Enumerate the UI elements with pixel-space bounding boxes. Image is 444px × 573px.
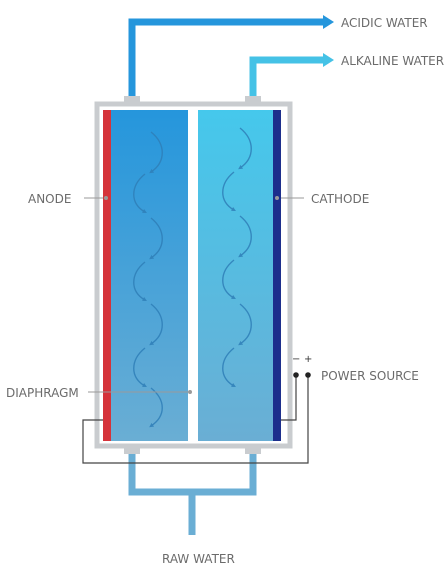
- anode-leader-dot: [104, 196, 108, 200]
- circulation-arrow-icon: [238, 127, 252, 170]
- top-right-connector: [245, 96, 261, 106]
- circulation-arrow-icon: [222, 259, 236, 300]
- raw-water-pipe: [128, 445, 257, 535]
- circulation-arrow-icon: [222, 171, 236, 212]
- negative-terminal: [293, 372, 299, 378]
- diaphragm-leader-dot: [188, 390, 192, 394]
- cathode-chamber-swirls: [222, 127, 252, 388]
- circulation-arrow-icon: [133, 261, 147, 302]
- cathode-leader-dot: [275, 196, 279, 200]
- plus-sign: +: [304, 354, 312, 365]
- cathode-chamber: [198, 110, 273, 441]
- power-source-label: POWER SOURCE: [321, 369, 419, 383]
- acidic-water-label: ACIDIC WATER: [341, 16, 428, 30]
- anode-chamber-swirls: [133, 131, 163, 428]
- cathode-electrode: [273, 110, 281, 441]
- circulation-arrow-icon: [133, 347, 147, 388]
- anode-chamber: [111, 110, 188, 441]
- acidic-water-arrow-icon: [323, 15, 334, 29]
- acidic-water-pipe: [128, 18, 325, 98]
- circulation-arrow-icon: [149, 131, 163, 174]
- cathode-wire: [281, 376, 297, 421]
- circulation-arrow-icon: [149, 387, 163, 428]
- circulation-arrow-icon: [222, 347, 236, 388]
- top-left-connector: [124, 96, 140, 106]
- diaphragm-membrane: [188, 110, 198, 441]
- circulation-arrow-icon: [149, 217, 163, 260]
- anode-label: ANODE: [28, 192, 71, 206]
- minus-sign: −: [292, 354, 300, 365]
- alkaline-water-label: ALKALINE WATER: [341, 54, 444, 68]
- positive-terminal: [305, 372, 311, 378]
- alkaline-water-arrow-icon: [323, 53, 334, 67]
- cathode-label: CATHODE: [311, 192, 369, 206]
- circulation-arrow-icon: [133, 173, 147, 214]
- diaphragm-label: DIAPHRAGM: [6, 386, 79, 400]
- circulation-arrow-icon: [149, 303, 163, 346]
- circulation-arrow-icon: [238, 215, 252, 258]
- bottom-left-connector: [124, 444, 140, 454]
- anode-wire: [82, 376, 309, 464]
- anode-electrode: [103, 110, 111, 441]
- bottom-right-connector: [245, 444, 261, 454]
- raw-water-label: RAW WATER: [162, 552, 235, 566]
- alkaline-water-pipe: [249, 56, 325, 98]
- circulation-arrow-icon: [238, 303, 252, 346]
